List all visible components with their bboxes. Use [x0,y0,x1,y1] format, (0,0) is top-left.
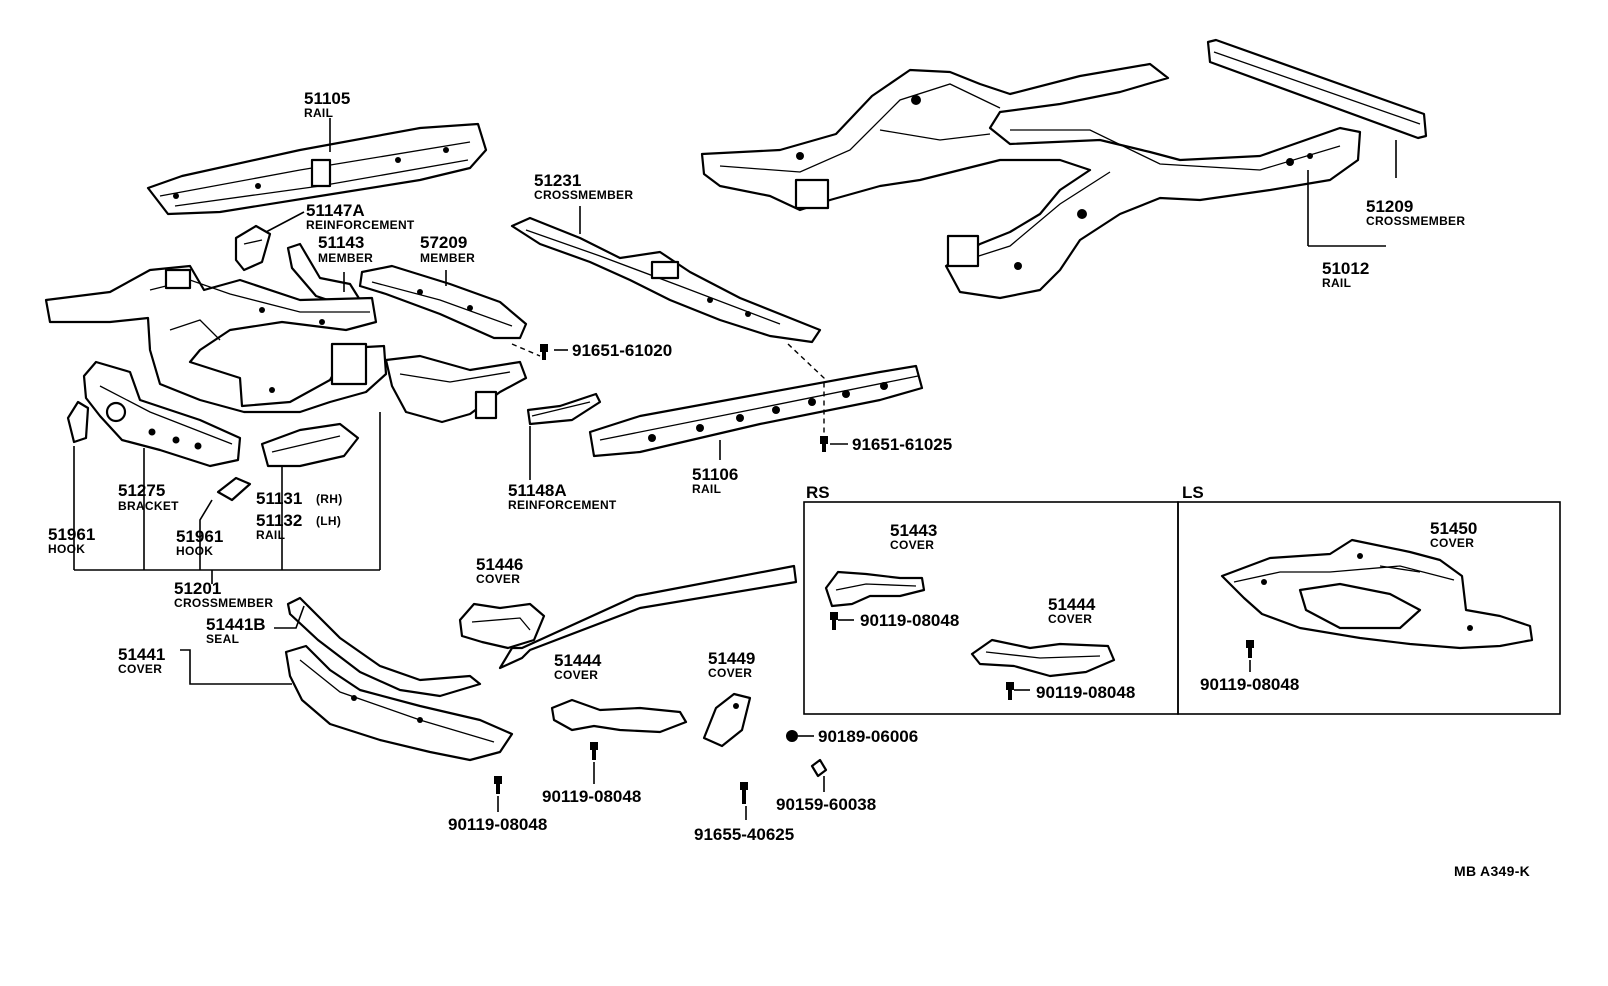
label-51201-name: CROSSMEMBER [174,596,273,610]
reinforcement-51147a-part [234,224,272,272]
label-51443-name: COVER [890,538,934,552]
label-90119-08048-b: 90119-08048 [542,787,641,806]
label-51143-number: 51143 [318,233,364,252]
reinforcement-51148a-part [526,392,602,426]
member-57209-part [358,264,528,340]
label-57209-name: MEMBER [420,251,475,265]
label-51132-suffix: (LH) [316,514,341,528]
cover-51446-part [458,602,546,650]
direction-arrow [498,564,798,670]
label-90119-08048-a: 90119-08048 [448,815,547,834]
label-51961-left-number: 51961 [48,525,95,544]
bolt-90119-08048-e-icon [1246,640,1254,658]
label-51446-name: COVER [476,572,520,586]
label-51209-number: 51209 [1366,197,1413,216]
cover-51444-lower-part [550,698,688,734]
rail-51105-part [146,122,488,216]
label-90119-08048-d: 90119-08048 [1036,683,1135,702]
label-51275-number: 51275 [118,481,165,500]
label-51443-number: 51443 [890,521,937,540]
label-51012-name: RAIL [1322,276,1351,290]
label-51444-rs-name: COVER [1048,612,1092,626]
cover-51450-part [1220,538,1534,650]
bolt-90119-08048-d-icon [1006,682,1014,700]
rail-51131-part [260,422,360,468]
section-rs-label: RS [806,483,830,502]
ls-section-box [1177,501,1561,715]
label-51441-number: 51441 [118,645,165,664]
label-51131-number: 51131 [256,489,302,508]
cover-51441-part [284,644,514,762]
bolt-90119-08048-a-icon [494,776,502,794]
leader-lines [73,118,1397,820]
label-51147a-number: 51147A [306,201,365,220]
label-51441b-name: SEAL [206,632,239,646]
label-51012-number: 51012 [1322,259,1369,278]
label-90119-08048-e: 90119-08048 [1200,675,1299,694]
label-51105-name: RAIL [304,106,333,120]
crossmember-51209-part [1206,38,1428,140]
bolt-90119-08048-b-icon [590,742,598,760]
label-51132-number: 51132 [256,511,302,530]
rail-51106-part [588,364,924,458]
hook-51961-mid-part [216,476,252,502]
label-51275-name: BRACKET [118,499,179,513]
cover-51449-part [702,692,752,748]
section-ls-label: LS [1182,483,1204,502]
label-51444-rs-number: 51444 [1048,595,1096,614]
label-91651-61025: 91651-61025 [852,435,952,454]
frame-rail-51012-part [700,62,1362,300]
label-57209-number: 57209 [420,233,467,252]
label-51148a-number: 51148A [508,481,567,500]
label-51961-left-name: HOOK [48,542,85,556]
cover-51444-rs-part [970,638,1116,678]
label-91655-40625: 91655-40625 [694,825,794,844]
crossmember-51231-part [510,216,822,344]
label-51961-mid-name: HOOK [176,544,213,558]
label-51147a-name: REINFORCEMENT [306,218,415,232]
label-51106-number: 51106 [692,465,738,484]
label-51201-number: 51201 [174,579,221,598]
label-51132-name: RAIL [256,528,285,542]
label-51105-number: 51105 [304,89,350,108]
label-51106-name: RAIL [692,482,721,496]
label-51961-mid-number: 51961 [176,527,223,546]
label-90159-60038: 90159-60038 [776,795,876,814]
bracket-51275-part [82,360,242,468]
bolt-91651-61025-icon [820,436,828,452]
label-51450-number: 51450 [1430,519,1477,538]
label-51449-name: COVER [708,666,752,680]
bolt-90119-08048-c-icon [830,612,838,630]
label-51231-name: CROSSMEMBER [534,188,633,202]
label-51143-name: MEMBER [318,251,373,265]
label-51231-number: 51231 [534,171,581,190]
clip-90159-60038-icon [810,758,828,778]
label-51450-name: COVER [1430,536,1474,550]
label-51446-number: 51446 [476,555,523,574]
label-90119-08048-c: 90119-08048 [860,611,959,630]
screw-91655-40625-icon [740,782,748,804]
hook-51961-left-part [66,400,90,444]
nut-90189-06006-icon [786,730,798,742]
label-51148a-name: REINFORCEMENT [508,498,617,512]
label-51441b-number: 51441B [206,615,266,634]
label-90189-06006: 90189-06006 [818,727,918,746]
label-51441-name: COVER [118,662,162,676]
cover-51443-part [824,570,926,608]
bolt-91651-61020-icon [540,344,548,360]
label-51131-suffix: (RH) [316,492,343,506]
seal-51441b-part [286,596,482,698]
label-51444-lower-number: 51444 [554,651,602,670]
label-51209-name: CROSSMEMBER [1366,214,1465,228]
label-91651-61020: 91651-61020 [572,341,672,360]
crossmember-51201-part [44,264,528,424]
label-51449-number: 51449 [708,649,755,668]
label-51444-lower-name: COVER [554,668,598,682]
diagram-reference-code: MB A349-K [1454,863,1530,879]
